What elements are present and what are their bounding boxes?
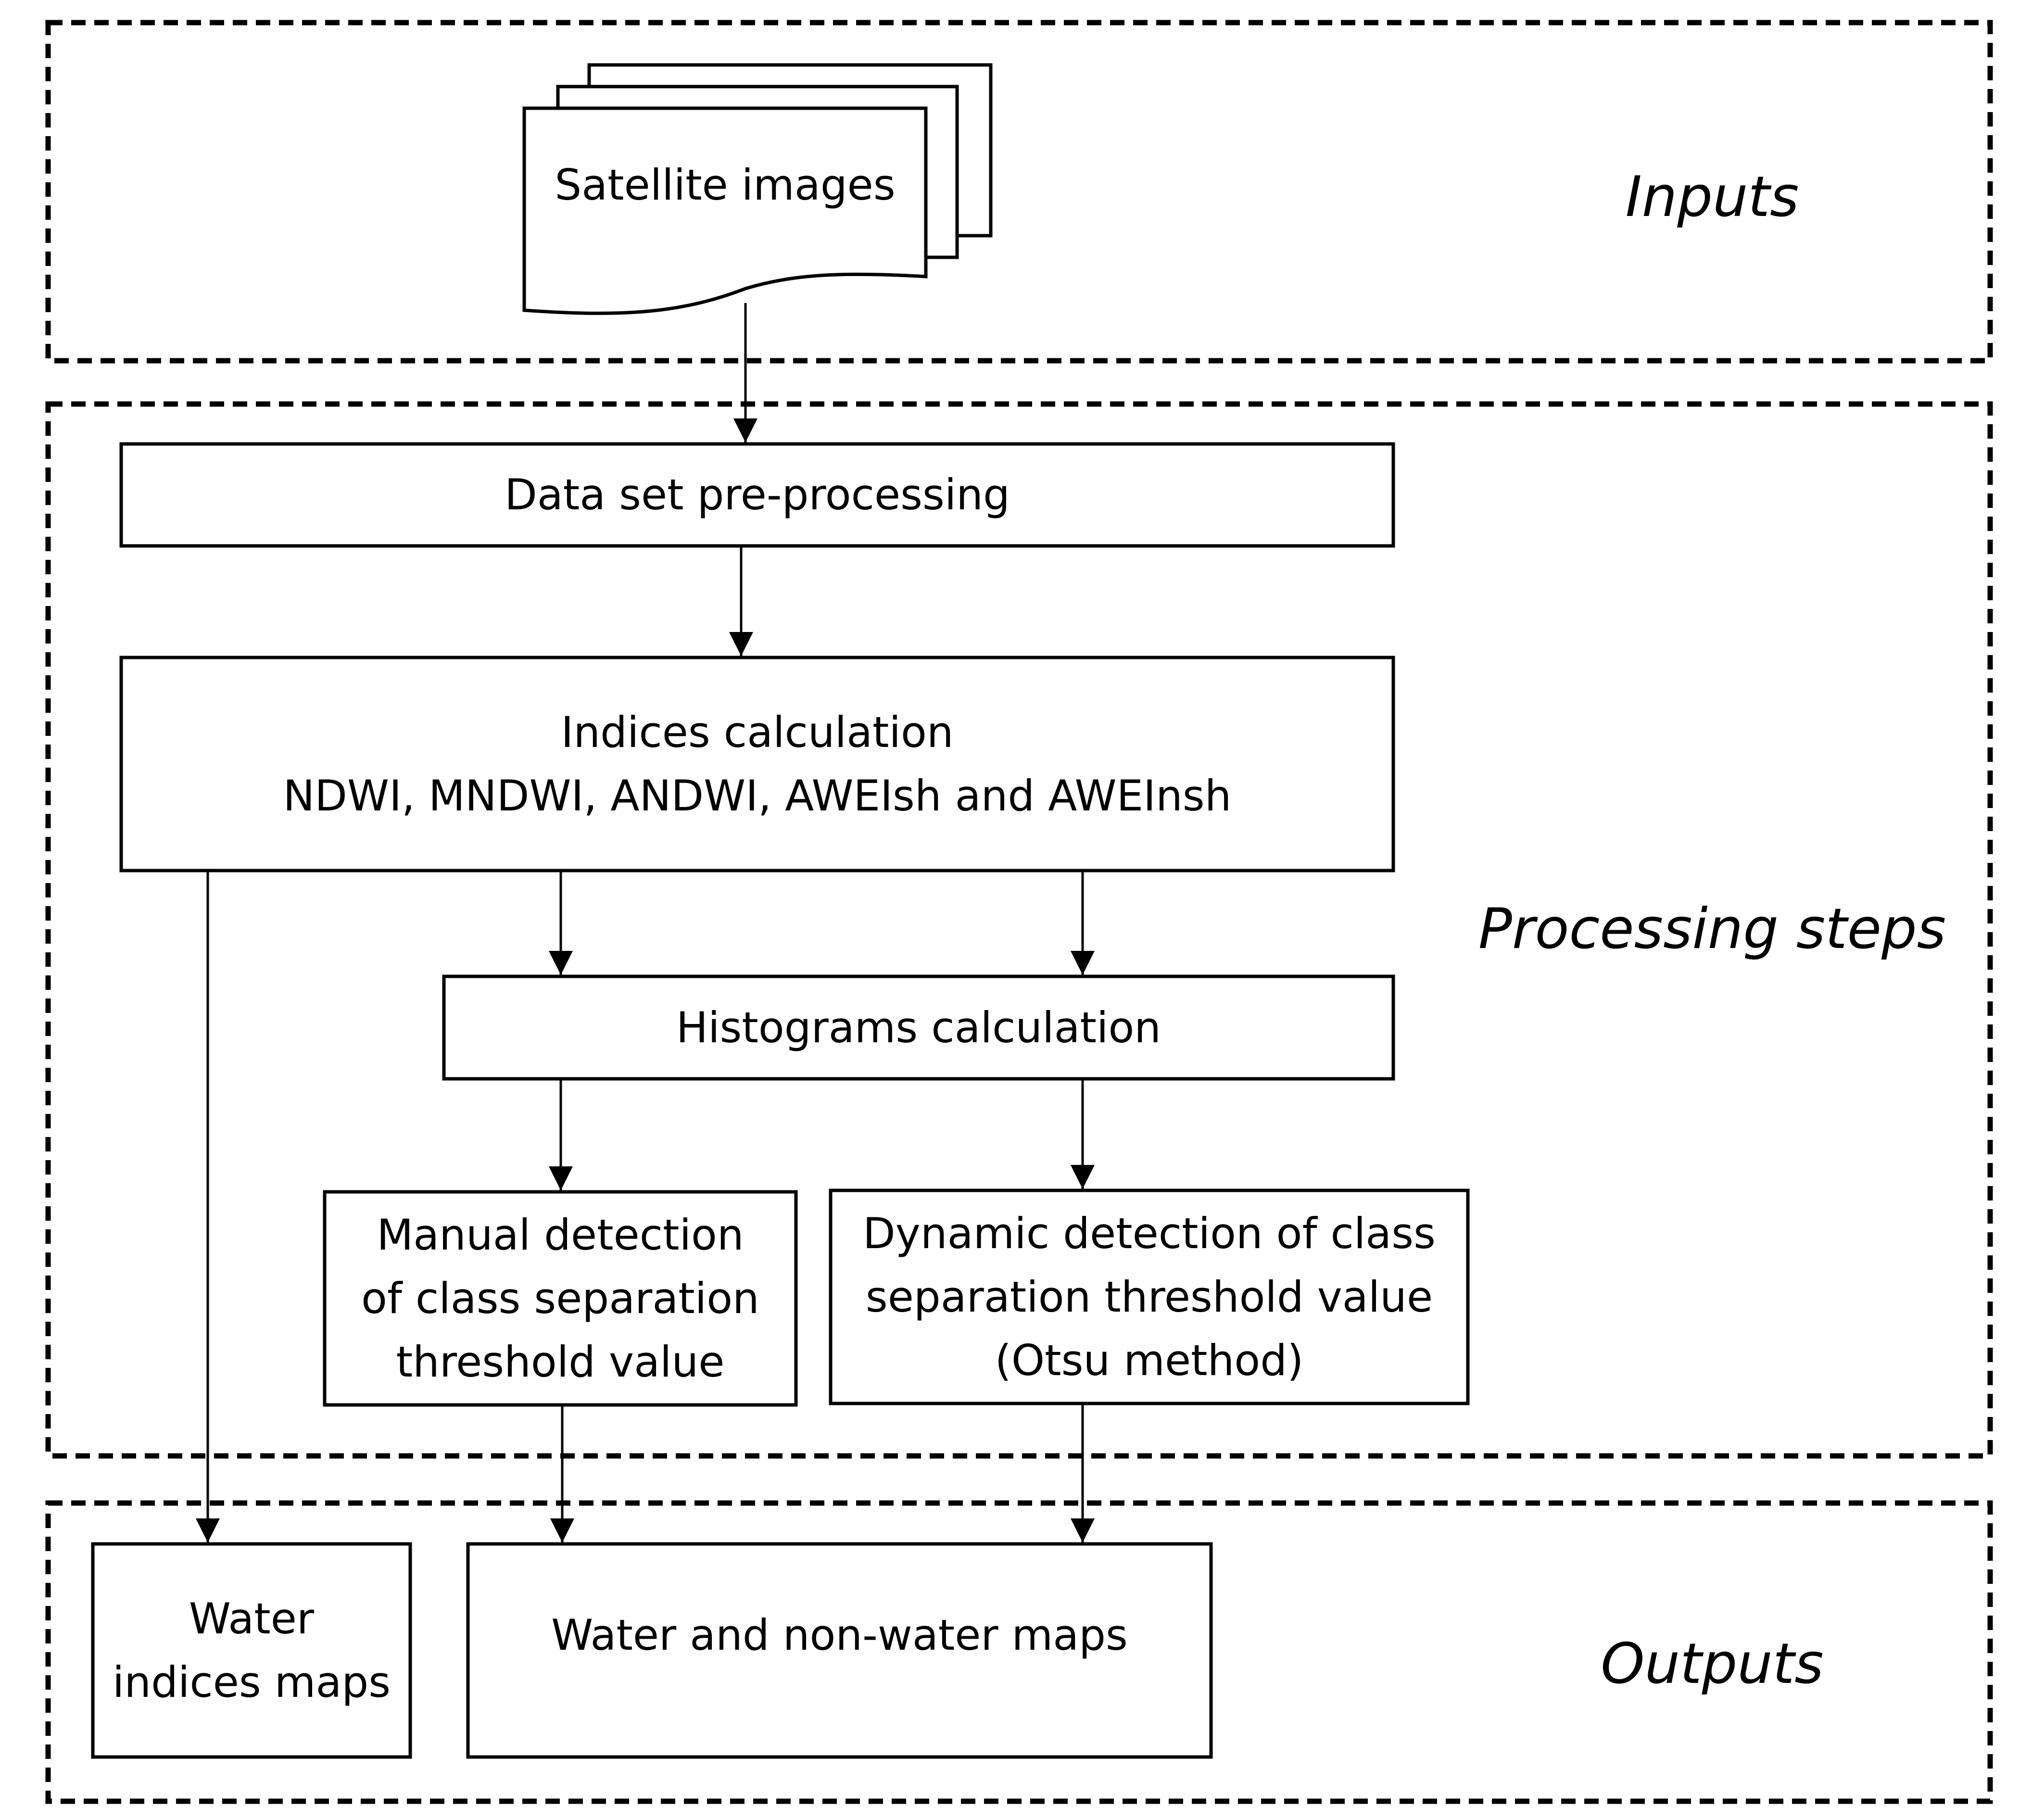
histograms-text: Histograms calculation [676,1002,1161,1052]
processing-section-label: Processing steps [1478,897,1946,961]
arrowhead-histograms-left [549,951,573,975]
indices-label: Indices calculation NDWI, MNDWI, ANDWI, … [121,657,1393,871]
arrowhead-indices [729,632,753,656]
arrowhead-water-nonwater-right [1071,1518,1095,1542]
water-nonwater-maps-box [466,1542,1213,1759]
satellite-images-document [522,106,928,315]
manual-line-1: Manual detection [377,1210,744,1260]
histograms-label: Histograms calculation [444,976,1393,1079]
arrowhead-histograms-right [1071,951,1095,975]
inputs-section-frame [45,20,1993,364]
dynamic-detection-label: Dynamic detection of class separation th… [831,1190,1468,1403]
water-nonwater-maps-label: Water and non-water maps [468,1544,1211,1727]
satellite-images-label: Satellite images [524,108,926,262]
manual-line-3: threshold value [396,1337,725,1387]
arrowhead-preprocessing [733,418,757,442]
water-indices-line-1: Water [189,1593,315,1643]
manual-detection-box [323,1190,798,1407]
dynamic-line-2: separation threshold value [865,1272,1433,1322]
inputs-section-label: Inputs [1625,164,1799,229]
arrowhead-dynamic [1071,1165,1095,1189]
arrowhead-water-indices-maps [196,1518,220,1542]
water-indices-maps-label: Water indices maps [93,1544,410,1757]
water-nonwater-text: Water and non-water maps [551,1610,1128,1660]
outputs-section-frame [45,1500,1993,1804]
outputs-section-label: Outputs [1601,1631,1824,1696]
indices-line-2: NDWI, MNDWI, ANDWI, AWEIsh and AWEInsh [283,771,1232,821]
dynamic-detection-box [829,1188,1470,1405]
manual-detection-label: Manual detection of class separation thr… [325,1192,796,1405]
dynamic-line-1: Dynamic detection of class [863,1208,1436,1258]
processing-section-frame [45,401,1993,1459]
preprocessing-text: Data set pre-processing [505,470,1010,519]
histograms-box [442,974,1395,1081]
water-indices-line-2: indices maps [112,1657,391,1707]
indices-line-1: Indices calculation [561,707,954,757]
arrowhead-manual [549,1166,573,1190]
manual-line-2: of class separation [361,1273,759,1323]
indices-box [119,656,1395,872]
water-indices-maps-box [91,1542,412,1759]
dynamic-line-3: (Otsu method) [995,1335,1304,1385]
satellite-images-text: Satellite images [555,160,896,210]
preprocessing-label: Data set pre-processing [121,444,1393,546]
arrowhead-water-nonwater-left [550,1518,574,1542]
preprocessing-box [119,442,1395,548]
